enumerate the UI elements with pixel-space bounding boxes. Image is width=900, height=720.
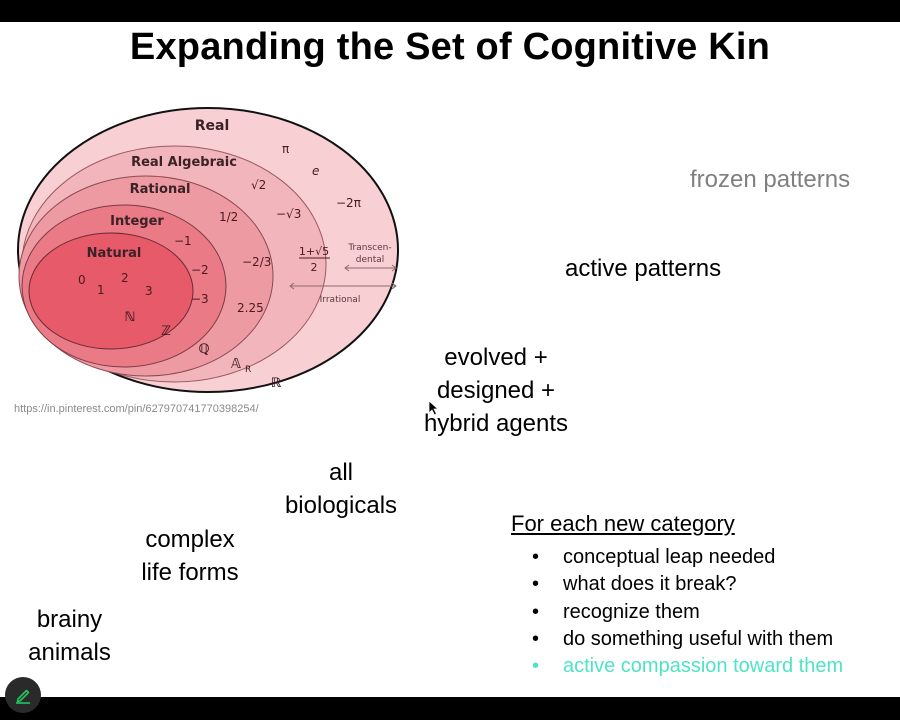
natural-member: 3 bbox=[145, 284, 153, 298]
real-member: e bbox=[312, 164, 319, 178]
bullet-text: what does it break? bbox=[563, 573, 737, 596]
label-evolved-designed-hybrid: evolved + designed + hybrid agents bbox=[405, 341, 587, 440]
label-rational: Rational bbox=[130, 182, 191, 197]
algebraic-member: −√3 bbox=[276, 207, 301, 221]
real-member: π bbox=[282, 142, 289, 156]
category-heading: For each new category bbox=[511, 511, 735, 536]
bullet-text: recognize them bbox=[563, 600, 700, 623]
annotate-button[interactable] bbox=[5, 677, 41, 713]
label-brainy-animals: brainy animals bbox=[12, 603, 127, 669]
label-active-patterns: active patterns bbox=[565, 255, 722, 282]
natural-member: 2 bbox=[121, 271, 129, 285]
image-credit-link[interactable]: https://in.pinterest.com/pin/62797074177… bbox=[14, 403, 259, 415]
bullet-icon: • bbox=[532, 600, 540, 623]
transcendental-label: Transcen- bbox=[347, 243, 391, 253]
slide: Expanding the Set of Cognitive Kin Real … bbox=[0, 22, 900, 697]
set-natural bbox=[28, 232, 194, 350]
integer-member: −2 bbox=[191, 263, 209, 277]
golden-ratio-numerator: 1+√5 bbox=[299, 245, 329, 258]
natural-member: 0 bbox=[78, 273, 86, 287]
symbol-naturals: ℕ bbox=[125, 310, 136, 325]
mouse-cursor-icon bbox=[428, 400, 440, 416]
transcendental-label: dental bbox=[356, 255, 385, 265]
irrational-arrow bbox=[289, 282, 397, 290]
category-bullet-list: • conceptual leap needed • what does it br… bbox=[532, 544, 843, 680]
label-line: complex bbox=[145, 526, 235, 553]
label-line: all bbox=[328, 459, 353, 486]
bullet-item-highlighted: • active compassion toward them bbox=[532, 653, 843, 680]
irrational-label: Irrational bbox=[320, 295, 361, 305]
label-line: designed + bbox=[436, 377, 556, 404]
pencil-icon bbox=[16, 689, 30, 704]
top-letterbox bbox=[0, 0, 900, 22]
bullet-icon: • bbox=[532, 573, 540, 596]
bottom-letterbox bbox=[0, 697, 900, 720]
bullet-icon: • bbox=[532, 546, 540, 568]
bullet-text: conceptual leap needed bbox=[563, 546, 776, 568]
label-integer: Integer bbox=[110, 214, 164, 229]
label-real: Real bbox=[195, 118, 230, 134]
bullet-text: do something useful with them bbox=[563, 627, 834, 650]
label-line: hybrid agents bbox=[423, 410, 569, 437]
symbol-algebraic: 𝔸 bbox=[231, 357, 241, 372]
integer-member: −1 bbox=[174, 234, 192, 248]
label-line: life forms bbox=[141, 559, 239, 586]
label-all-biologicals: all biologicals bbox=[270, 456, 412, 522]
number-sets-diagram: Real Real Algebraic Rational Integer Nat… bbox=[17, 107, 399, 393]
bullet-icon: • bbox=[532, 627, 540, 650]
label-real-algebraic: Real Algebraic bbox=[131, 155, 237, 170]
rational-member: 2.25 bbox=[237, 301, 264, 315]
bullet-item: • what does it break? bbox=[532, 571, 843, 598]
label-line: brainy bbox=[36, 606, 103, 633]
bullet-item: • do something useful with them bbox=[532, 626, 843, 653]
label-natural: Natural bbox=[87, 246, 142, 261]
label-line: animals bbox=[28, 639, 111, 666]
natural-member: 1 bbox=[97, 283, 105, 297]
label-frozen-patterns: frozen patterns bbox=[690, 166, 851, 193]
symbol-algebraic-subscript: R bbox=[245, 365, 251, 375]
bullet-item: • recognize them bbox=[532, 599, 843, 626]
bullet-icon: • bbox=[532, 655, 540, 678]
symbol-reals: ℝ bbox=[271, 376, 282, 391]
algebraic-member: √2 bbox=[251, 178, 266, 192]
rational-member: −2/3 bbox=[242, 255, 271, 269]
rational-member: 1/2 bbox=[219, 210, 238, 224]
transcendental-arrow bbox=[344, 264, 397, 272]
bullet-item: • conceptual leap needed bbox=[532, 544, 843, 571]
slide-title: Expanding the Set of Cognitive Kin bbox=[129, 26, 771, 68]
label-line: evolved + bbox=[444, 344, 548, 371]
real-member: −2π bbox=[336, 196, 361, 210]
symbol-integers: ℤ bbox=[161, 324, 171, 339]
golden-ratio-denominator: 2 bbox=[311, 261, 318, 274]
symbol-rationals: ℚ bbox=[198, 342, 209, 357]
label-line: biologicals bbox=[284, 492, 398, 519]
bullet-text: active compassion toward them bbox=[563, 655, 844, 678]
integer-member: −3 bbox=[191, 292, 209, 306]
label-complex-life-forms: complex life forms bbox=[125, 523, 255, 589]
